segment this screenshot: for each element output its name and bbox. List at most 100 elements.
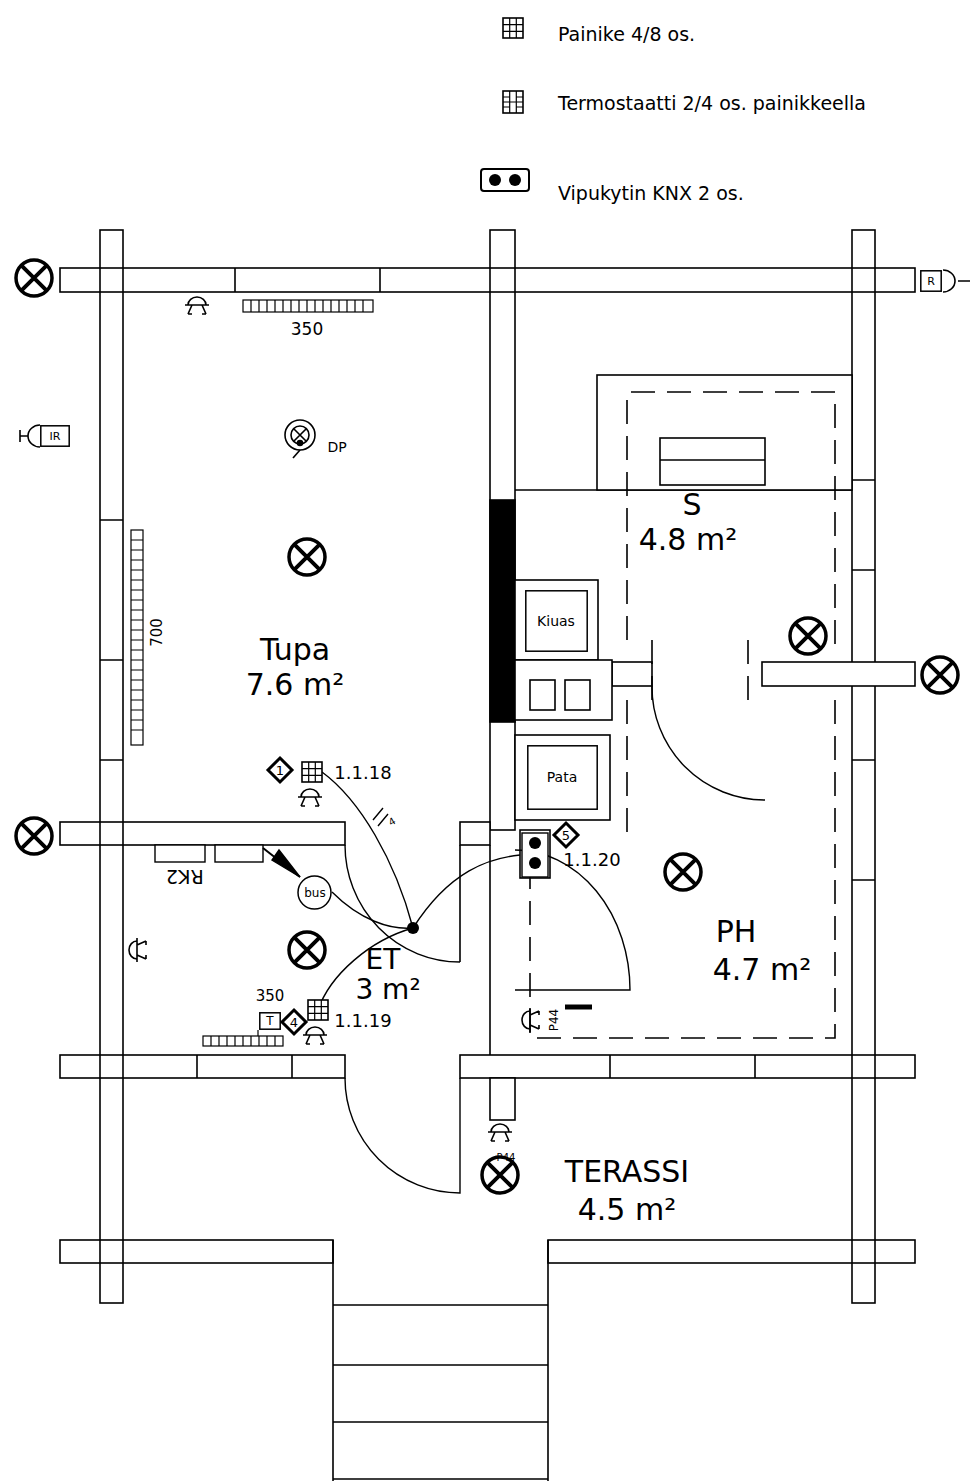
walls-part [660, 459, 765, 461]
legend-symbols-part [481, 169, 529, 191]
room-area: 7.6 m² [246, 670, 345, 700]
ceiling-outlet-part [293, 450, 300, 458]
door-swings-part [652, 686, 765, 800]
walls-part [60, 822, 345, 845]
ceiling-outlet-part [285, 420, 315, 450]
lamps-part [289, 932, 325, 968]
walls-part [460, 1055, 915, 1078]
lamps-part [665, 854, 701, 890]
ceiling-outlet-part [298, 441, 303, 446]
node-shape [298, 876, 331, 909]
outlets-part [298, 789, 322, 806]
walls-part [612, 662, 652, 686]
outlets-part [303, 1027, 327, 1044]
walls-part [100, 230, 123, 1303]
switches-part [522, 833, 548, 877]
walls-part [100, 268, 875, 292]
walls-part [660, 438, 765, 485]
heaters-part [257, 1030, 258, 1036]
walls-part [60, 1240, 333, 1263]
walls-part [762, 662, 915, 686]
lamps-part [289, 539, 325, 575]
room-area: 4.8 m² [639, 525, 738, 555]
walls-part [100, 480, 875, 880]
room-name: S [682, 490, 701, 520]
walls-part [100, 1055, 875, 1078]
walls-part [515, 735, 610, 820]
junction-dot [407, 922, 419, 934]
lamps [16, 260, 958, 1193]
device-address: 1.1.20 [563, 851, 620, 869]
rk2-devices [155, 845, 263, 862]
lamps-part [790, 618, 826, 654]
outlets-part [185, 297, 209, 314]
walls-part [520, 830, 550, 878]
outlets-part [522, 1008, 539, 1032]
device-address: 1.1.18 [334, 764, 391, 782]
legend-symbols-part [503, 91, 523, 113]
callout-number: 4 [281, 1009, 307, 1035]
node-text: IR [50, 431, 61, 442]
walls-part [565, 680, 590, 710]
dimension: 350 [291, 321, 323, 338]
heaters-part [251, 300, 363, 312]
node-text: T [266, 1015, 273, 1027]
heaters-part [203, 1036, 283, 1046]
outlet-code: DP [327, 440, 346, 454]
room-area: 3 m² [355, 976, 420, 1004]
node-text: bus [304, 887, 325, 899]
node-shape [260, 1013, 280, 1029]
node-text: Kiuas [537, 614, 575, 628]
switches-part [302, 762, 322, 782]
legend-symbols-part [489, 174, 501, 186]
heaters-part [243, 300, 373, 312]
legend-symbols-part-part [503, 91, 523, 113]
door-swings [345, 686, 765, 1193]
thermostat-box: T [259, 1012, 281, 1030]
ceiling-outlet-part [294, 429, 306, 441]
heaters-part [131, 540, 143, 730]
callout-number: 1 [267, 757, 293, 783]
bus-wiring-part [413, 855, 520, 928]
walls-part [852, 230, 875, 1303]
walls-part [490, 230, 515, 830]
legend-text: Vipukytin KNX 2 os. [558, 184, 744, 203]
sensor-box: IR [40, 425, 70, 447]
room-name: ET [366, 946, 401, 974]
lamps-part [16, 818, 52, 854]
node-shape [41, 426, 69, 446]
outlets-part [129, 938, 146, 962]
walls-part [515, 580, 598, 660]
door-swings-part [345, 845, 460, 962]
walls-part [100, 1240, 875, 1263]
bus-wiring-part [373, 808, 388, 826]
ceiling-outlet [285, 420, 315, 458]
sensor-symbols-part [20, 425, 40, 447]
device-name: RK2 [166, 867, 204, 886]
rk2-devices-part [155, 845, 205, 862]
door-swings-part [345, 1078, 460, 1193]
lamps-part [16, 260, 52, 296]
switches-part [529, 837, 541, 849]
walls-part [490, 1078, 515, 1120]
boiler-box: Pata [527, 745, 598, 810]
room-area: 4.7 m² [713, 955, 812, 985]
outlets-part [488, 1124, 512, 1141]
node-shape [554, 823, 578, 847]
node-text: R [927, 276, 935, 287]
stove-box: Kiuas [525, 590, 588, 652]
walls-part [490, 500, 515, 722]
legend-text: Termostaatti 2/4 os. painikkeella [558, 94, 866, 113]
node-shape [527, 745, 596, 808]
thermostat-bar [565, 1005, 592, 1010]
walls-part [460, 845, 490, 1055]
heaters [131, 300, 373, 1046]
room-name: PH [716, 917, 757, 947]
legend-text: Painike 4/8 os. [558, 25, 695, 44]
bus-wiring [263, 772, 520, 1010]
walls [60, 230, 915, 1481]
switches [302, 762, 548, 1020]
bus-wiring-part [322, 772, 413, 928]
dashed-areas-part [627, 392, 835, 650]
